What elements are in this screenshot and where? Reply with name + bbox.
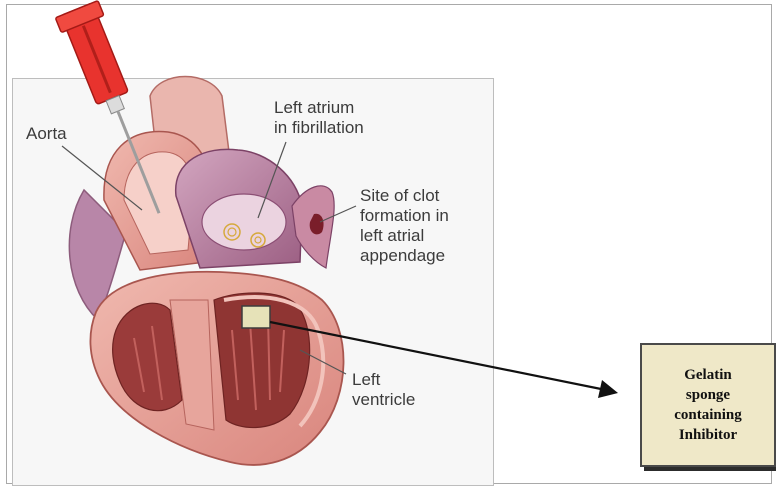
sponge-patch: [242, 306, 270, 328]
arrow-head: [598, 380, 618, 398]
left-atrium-label: Left atrium in fibrillation: [274, 98, 364, 138]
gelatin-sponge-callout: Gelatin sponge containing Inhibitor: [640, 343, 776, 467]
left-ventricle-label: Left ventricle: [352, 370, 415, 410]
aorta-label: Aorta: [26, 124, 67, 144]
atrium-chamber: [202, 194, 286, 250]
clot-site-label: Site of clot formation in left atrial ap…: [360, 186, 449, 266]
callout-text: Gelatin sponge containing Inhibitor: [674, 365, 742, 445]
